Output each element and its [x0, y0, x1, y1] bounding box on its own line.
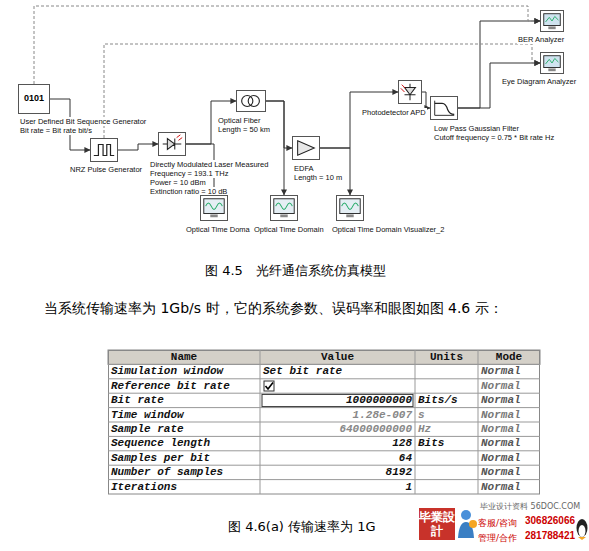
block-parameter: Length = 10 m — [293, 173, 343, 182]
table-cell: 8192 — [263, 465, 412, 479]
checkbox — [264, 381, 274, 391]
block-label: Eye Diagram Analyzer — [501, 77, 577, 86]
block-parameter: Bit rate = Bit rate bit/s — [19, 126, 93, 135]
table-cell: Normal — [481, 364, 537, 378]
block-icon — [237, 91, 265, 111]
table-cell: Bits — [418, 436, 475, 450]
table-header: Name — [111, 350, 257, 364]
table-cell: Normal — [481, 451, 537, 465]
table-cell: Sequence length — [111, 436, 257, 450]
laser-block: Directly Modulated Laser MeasuredFrequen… — [158, 132, 186, 156]
signal-link — [266, 101, 284, 195]
block-icon — [201, 196, 227, 220]
table-cell: Samples per bit — [111, 451, 257, 465]
table-cell: Set bit rate — [263, 364, 412, 378]
contact-label: 管理/合作 — [478, 532, 517, 545]
block-icon — [91, 139, 117, 161]
table-header: Mode — [481, 350, 537, 364]
block-parameter: Power = 10 dBm — [149, 178, 207, 187]
signal-link — [320, 92, 398, 148]
table-cell: Normal — [481, 480, 537, 494]
table-cell: Normal — [481, 436, 537, 450]
figure-caption: 图 4.6(a) 传输速率为 1G — [228, 518, 376, 536]
table-cell: Simulation window — [111, 364, 257, 378]
table-header: Units — [418, 350, 475, 364]
table-cell: Normal — [481, 393, 537, 407]
table-cell: Bits/s — [418, 393, 475, 407]
reference-link — [34, 6, 540, 84]
signal-link — [118, 144, 158, 150]
table-cell: 1000000000 — [263, 393, 412, 407]
block-label: NRZ Pulse Generator — [69, 165, 143, 174]
table-cell: Time window — [111, 408, 257, 422]
table-cell: 1.28e-007 — [263, 408, 412, 422]
contact-number: 306826066 — [525, 515, 575, 526]
table-cell: Normal — [481, 408, 537, 422]
block-label: EDFA — [293, 164, 315, 173]
table-cell: Normal — [481, 379, 537, 393]
photodetector-block: Photodetector APD — [398, 80, 422, 104]
block-icon — [337, 196, 363, 220]
table-cell: 1 — [263, 480, 412, 494]
block-label: Low Pass Gaussian Filter — [433, 124, 520, 133]
block-parameter: User Defined Bit Sequence Generator — [19, 117, 147, 126]
block-label: Optical Time Doma — [185, 225, 251, 234]
table-cell: 64000000000 — [263, 422, 412, 436]
fiber-block: Optical FiberLength = 50 km — [236, 90, 266, 112]
table-cell: Number of samples — [111, 465, 257, 479]
table-cell: s — [418, 408, 475, 422]
table-cell: 64 — [263, 451, 412, 465]
signal-link — [320, 148, 350, 195]
block-label: Optical Time Domain Visualizer_2 — [331, 225, 445, 234]
table-cell: Bit rate — [111, 393, 257, 407]
time-domain-visualizer: Optical Time Domain — [270, 195, 298, 221]
table-cell: Reference bit rate — [111, 379, 257, 393]
block-label: 0101 — [19, 93, 49, 103]
table-cell: 128 — [263, 436, 412, 450]
block-label: Optical Fiber — [217, 116, 262, 125]
block-label: BER Analyzer — [517, 35, 565, 44]
table-cell: Sample rate — [111, 422, 257, 436]
block-icon — [399, 81, 421, 103]
watermark-text: 毕业设计资料 56DOC.COM — [480, 501, 580, 512]
block-parameter: Frequency = 193.1 THz — [149, 169, 229, 178]
table-cell: Iterations — [111, 480, 257, 494]
nrz-pulse-generator: NRZ Pulse Generator — [90, 138, 118, 162]
body-sentence: 当系统传输速率为 1Gb/s 时，它的系统参数、误码率和眼图如图 4.6 示： — [44, 300, 503, 318]
table-cell: Normal — [481, 465, 537, 479]
reference-link — [104, 44, 540, 138]
block-parameter: Length = 50 km — [217, 125, 271, 134]
penguin-icon — [577, 519, 588, 540]
figure-caption: 图 4.5 光纤通信系统仿真模型 — [205, 262, 386, 280]
time-domain-visualizer: Optical Time Domain Visualizer_2 — [336, 195, 364, 221]
filter-block: Low Pass Gaussian FilterCutoff frequency… — [430, 96, 458, 120]
time-domain-visualizer: Optical Time Doma — [200, 195, 228, 221]
block-label: Optical Time Domain — [253, 225, 325, 234]
block-parameter: Cutoff frequency = 0.75 * Bit rate Hz — [433, 133, 555, 142]
block-icon — [541, 53, 563, 73]
eye-diagram-analyzer: Eye Diagram Analyzer — [540, 52, 564, 74]
table-cell: Normal — [481, 422, 537, 436]
bit-sequence-generator: 0101User Defined Bit Sequence GeneratorB… — [18, 84, 50, 114]
contact-number: 281788421 — [525, 530, 575, 541]
block-icon — [541, 11, 563, 31]
parameter-table-grid — [108, 350, 540, 494]
ber-analyzer: BER Analyzer — [540, 10, 564, 32]
signal-link — [422, 92, 430, 108]
block-label: Photodetector APD — [361, 108, 427, 117]
person-icon — [458, 510, 477, 538]
table-header: Value — [263, 350, 412, 364]
contact-label: 客服/咨询 — [478, 517, 517, 530]
edfa-block: EDFALength = 10 m — [292, 136, 320, 160]
table-cell: Hz — [418, 422, 475, 436]
block-icon — [431, 97, 457, 119]
block-icon — [271, 196, 297, 220]
logo-text: 毕業設計 — [419, 508, 455, 540]
block-icon — [293, 137, 319, 159]
block-icon — [159, 133, 185, 155]
block-label: Directly Modulated Laser Measured — [149, 160, 269, 169]
